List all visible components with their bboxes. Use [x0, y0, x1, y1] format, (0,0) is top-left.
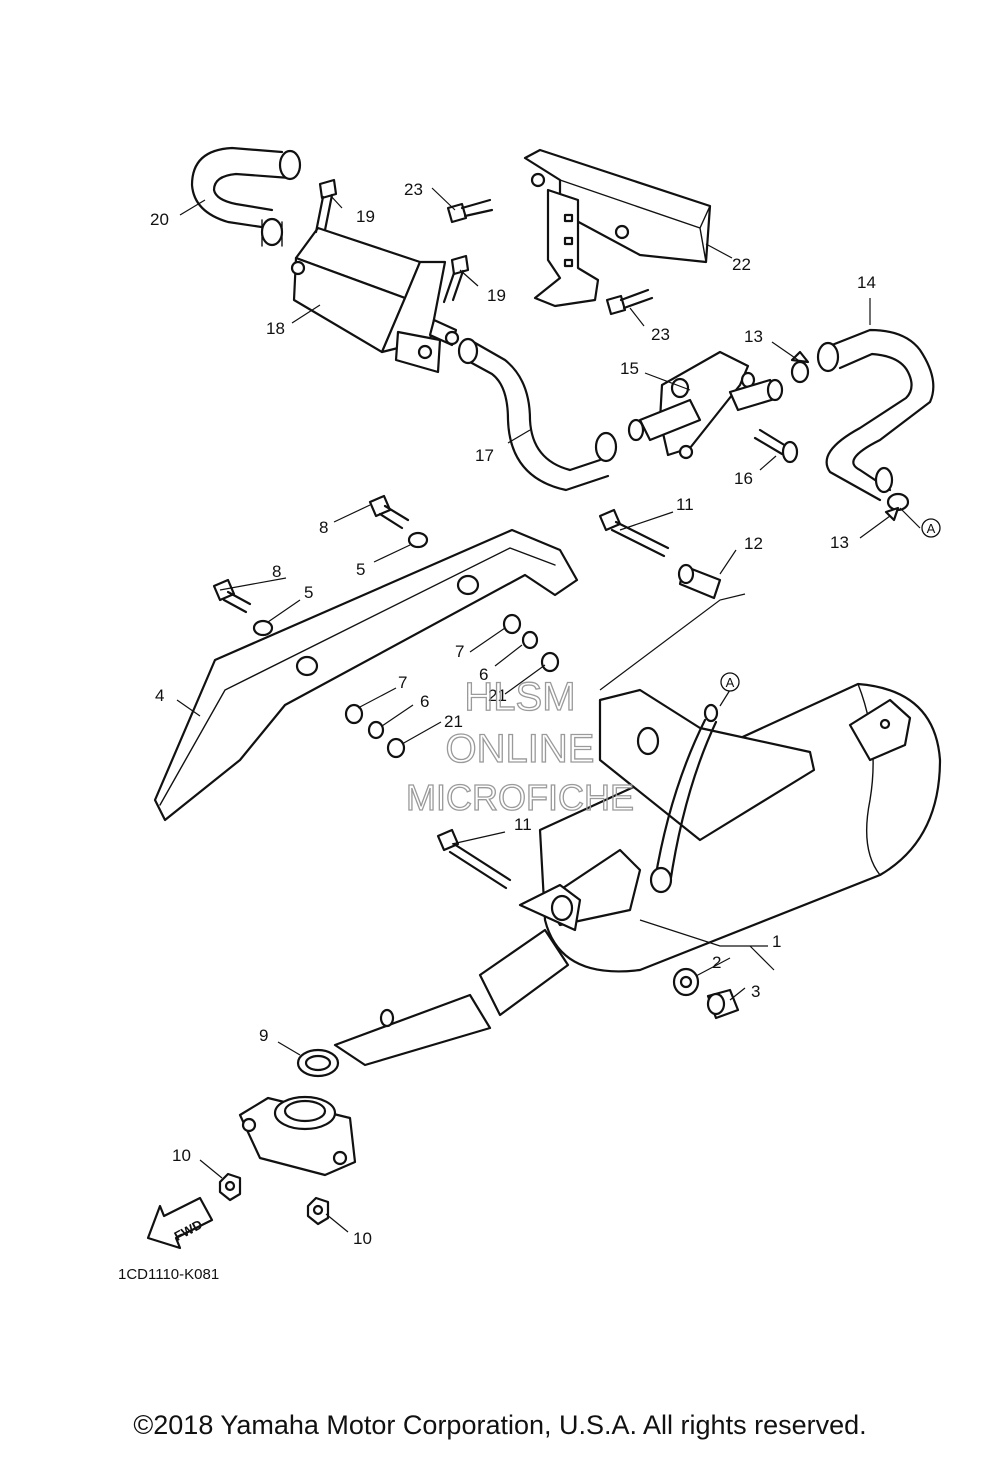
part-18-canister — [290, 226, 460, 374]
part-2-grommet — [672, 967, 700, 997]
ref-mark-a-upper: A — [921, 518, 941, 538]
part-3-collar — [706, 988, 740, 1020]
part-4-protector — [153, 528, 579, 822]
callout-5: 5 — [304, 583, 313, 602]
part-14-hose — [816, 328, 935, 502]
leader-lines — [176, 187, 921, 1233]
part-23-bolt-a — [446, 198, 494, 224]
part-9-gasket — [296, 1048, 340, 1078]
callout-8: 8 — [272, 562, 281, 581]
part-15-valve — [627, 350, 784, 460]
part-13-clamp-a — [790, 350, 810, 384]
fwd-arrow: FWD — [146, 1196, 214, 1250]
callout-13: 13 — [830, 533, 849, 552]
callout-12: 12 — [744, 534, 763, 553]
callout-19: 19 — [356, 207, 375, 226]
part-19-screw-a — [314, 178, 338, 234]
callout-4: 4 — [155, 686, 164, 705]
callout-16: 16 — [734, 469, 753, 488]
callouts: 1 2 3 4 5 5 6 6 7 7 8 8 9 10 10 11 11 12… — [150, 180, 876, 1248]
part-6-collar-b — [367, 720, 385, 740]
part-5-washer-a — [407, 531, 429, 549]
part-13-clamp-b — [884, 492, 910, 522]
callout-13: 13 — [744, 327, 763, 346]
part-10-nut-b — [306, 1196, 330, 1226]
part-21-bush-a — [540, 651, 560, 673]
watermark-line-3: MICROFICHE — [406, 777, 634, 818]
part-7-grommet-a — [502, 613, 522, 635]
callout-7: 7 — [398, 673, 407, 692]
part-6-collar-a — [521, 630, 539, 650]
callout-11: 11 — [676, 495, 694, 514]
callout-18: 18 — [266, 319, 285, 338]
callout-23: 23 — [404, 180, 423, 199]
watermark: HLSM ONLINE MICROFICHE — [405, 674, 634, 818]
part-1-muffler — [518, 682, 942, 973]
callout-22: 22 — [732, 255, 751, 274]
part-8-bolt-a — [368, 494, 410, 530]
part-21-bush-b — [386, 737, 406, 759]
callout-10: 10 — [353, 1229, 372, 1248]
callout-23: 23 — [651, 325, 670, 344]
part-10-nut-a — [218, 1172, 242, 1202]
callout-6: 6 — [420, 692, 429, 711]
callout-21: 21 — [488, 686, 507, 705]
ref-mark-label: A — [927, 521, 936, 536]
callout-1: 1 — [772, 932, 781, 951]
part-23-bolt-b — [605, 288, 654, 316]
callout-5: 5 — [356, 560, 365, 579]
diagram-code: 1CD1110-K081 — [118, 1266, 219, 1283]
part-20-u-pipe — [190, 146, 302, 247]
callout-14: 14 — [857, 273, 876, 292]
part-11-bolt-a — [598, 508, 670, 558]
callout-7: 7 — [455, 642, 464, 661]
callout-10: 10 — [172, 1146, 191, 1165]
callout-3: 3 — [751, 982, 760, 1001]
part-17-hose — [457, 337, 618, 492]
ref-mark-label: A — [726, 675, 735, 690]
copyright-notice: ©2018 Yamaha Motor Corporation, U.S.A. A… — [133, 1410, 867, 1440]
part-11-bolt-b — [436, 828, 512, 890]
callout-11: 11 — [514, 815, 532, 834]
callout-20: 20 — [150, 210, 169, 229]
callout-2: 2 — [712, 953, 721, 972]
part-7-grommet-b — [344, 703, 364, 725]
callout-15: 15 — [620, 359, 639, 378]
part-5-washer-b — [252, 619, 274, 637]
ref-mark-a-lower: A — [720, 672, 740, 692]
callout-9: 9 — [259, 1026, 268, 1045]
watermark-line-1: HLSM — [464, 675, 575, 719]
part-12-collar — [677, 563, 722, 600]
part-19-screw-b — [442, 254, 470, 304]
callout-17: 17 — [475, 446, 494, 465]
callout-6: 6 — [479, 665, 488, 684]
exhaust-pipe — [238, 928, 570, 1177]
part-22-bracket — [523, 148, 712, 308]
part-16-bolt — [753, 428, 799, 464]
callout-21: 21 — [444, 712, 463, 731]
callout-8: 8 — [319, 518, 328, 537]
watermark-line-2: ONLINE — [446, 727, 595, 771]
callout-19: 19 — [487, 286, 506, 305]
part-8-bolt-b — [212, 578, 252, 614]
